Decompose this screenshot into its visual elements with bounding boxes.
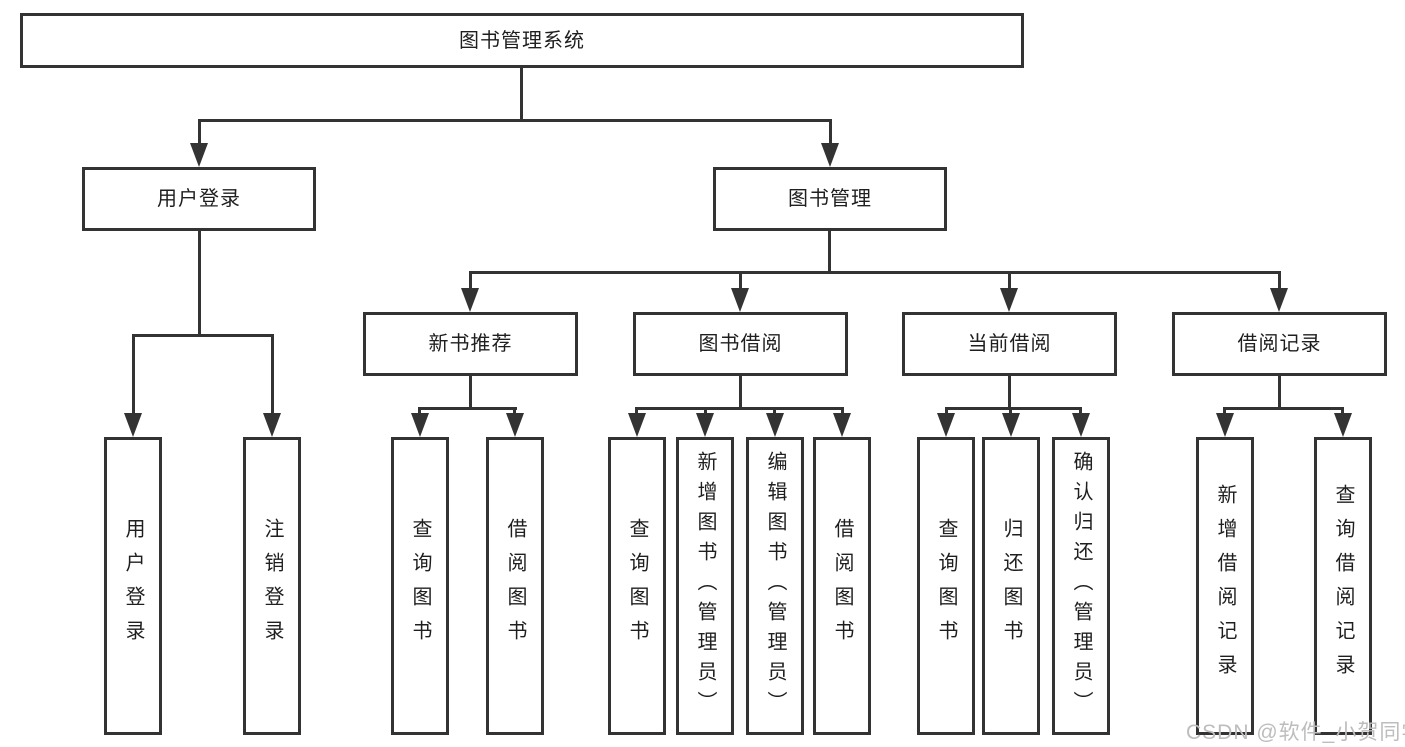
arrow-down-icon	[833, 413, 851, 437]
connector-line	[1008, 376, 1011, 410]
arrow-down-icon	[190, 143, 208, 167]
connector-line	[469, 271, 472, 291]
leaf-return-book: 归还图书	[982, 437, 1040, 735]
leaf-label: 查询图书	[626, 518, 648, 654]
node-current-borrow: 当前借阅	[902, 312, 1117, 376]
connector-line	[1341, 407, 1344, 417]
node-borrow-record: 借阅记录	[1172, 312, 1387, 376]
connector-line	[1223, 407, 1226, 417]
connector-line	[739, 271, 742, 291]
leaf-label: 新增图书（管理员）	[694, 451, 716, 721]
arrow-down-icon	[1002, 413, 1020, 437]
leaf-add-borrow-record: 新增借阅记录	[1196, 437, 1254, 735]
arrow-down-icon	[696, 413, 714, 437]
node-book-borrow: 图书借阅	[633, 312, 848, 376]
connector-line	[773, 407, 776, 417]
leaf-label: 确认归还（管理员）	[1070, 451, 1092, 721]
leaf-label: 归还图书	[1000, 518, 1022, 654]
leaf-confirm-return-admin: 确认归还（管理员）	[1052, 437, 1110, 735]
arrow-down-icon	[124, 413, 142, 437]
leaf-user-login: 用户登录	[104, 437, 162, 735]
connector-line	[469, 376, 472, 410]
node-book-management: 图书管理	[713, 167, 947, 231]
connector-line	[1009, 407, 1012, 417]
connector-line	[635, 407, 844, 410]
arrow-down-icon	[1072, 413, 1090, 437]
node-user-login: 用户登录	[82, 167, 316, 231]
leaf-add-book-admin: 新增图书（管理员）	[676, 437, 734, 735]
node-label: 图书借阅	[698, 333, 783, 355]
connector-line	[635, 407, 638, 417]
connector-line	[704, 407, 707, 417]
connector-line	[132, 334, 274, 337]
arrow-down-icon	[1216, 413, 1234, 437]
arrow-down-icon	[263, 413, 281, 437]
connector-line	[1278, 376, 1281, 410]
leaf-borrow-book-2: 借阅图书	[813, 437, 871, 735]
node-library-system: 图书管理系统	[20, 13, 1024, 68]
arrow-down-icon	[461, 288, 479, 312]
leaf-label: 查询图书	[409, 518, 431, 654]
connector-line	[1223, 407, 1344, 410]
connector-line	[198, 231, 201, 334]
connector-line	[828, 231, 831, 271]
connector-line	[945, 407, 1082, 410]
connector-line	[739, 376, 742, 410]
leaf-logout-login: 注销登录	[243, 437, 301, 735]
leaf-label: 编辑图书（管理员）	[764, 451, 786, 721]
connector-line	[418, 407, 517, 410]
connector-line	[1079, 407, 1082, 417]
node-new-book-recommend: 新书推荐	[363, 312, 578, 376]
connector-line	[198, 119, 832, 122]
connector-line	[418, 407, 421, 417]
leaf-query-borrow-record: 查询借阅记录	[1314, 437, 1372, 735]
leaf-label: 新增借阅记录	[1214, 484, 1236, 688]
arrow-down-icon	[411, 413, 429, 437]
connector-line	[841, 407, 844, 417]
node-label: 用户登录	[157, 188, 241, 210]
arrow-down-icon	[628, 413, 646, 437]
connector-line	[513, 407, 516, 417]
leaf-label: 借阅图书	[831, 518, 853, 654]
leaf-query-book-1: 查询图书	[391, 437, 449, 735]
leaf-edit-book-admin: 编辑图书（管理员）	[746, 437, 804, 735]
arrow-down-icon	[1270, 288, 1288, 312]
connector-line	[520, 68, 523, 119]
arrow-down-icon	[937, 413, 955, 437]
arrow-down-icon	[1000, 288, 1018, 312]
connector-line	[198, 119, 201, 146]
node-label: 图书管理系统	[459, 29, 585, 52]
leaf-label: 用户登录	[122, 518, 144, 654]
leaf-label: 查询图书	[935, 518, 957, 654]
arrow-down-icon	[821, 143, 839, 167]
connector-line	[1008, 271, 1011, 291]
connector-line	[1278, 271, 1281, 291]
connector-line	[469, 271, 1281, 274]
node-label: 借阅记录	[1237, 333, 1322, 355]
node-label: 当前借阅	[967, 333, 1052, 355]
leaf-query-book-3: 查询图书	[917, 437, 975, 735]
leaf-borrow-book-1: 借阅图书	[486, 437, 544, 735]
arrow-down-icon	[766, 413, 784, 437]
connector-line	[132, 334, 135, 416]
leaf-label: 注销登录	[261, 518, 283, 654]
arrow-down-icon	[506, 413, 524, 437]
leaf-label: 借阅图书	[504, 518, 526, 654]
connector-line	[945, 407, 948, 417]
leaf-query-book-2: 查询图书	[608, 437, 666, 735]
leaf-label: 查询借阅记录	[1332, 484, 1354, 688]
arrow-down-icon	[731, 288, 749, 312]
csdn-watermark: CSDN @软件_小贺同学	[1186, 721, 1405, 744]
connector-line	[271, 334, 274, 416]
arrow-down-icon	[1334, 413, 1352, 437]
node-label: 新书推荐	[428, 333, 513, 355]
node-label: 图书管理	[788, 188, 872, 210]
connector-line	[829, 119, 832, 146]
